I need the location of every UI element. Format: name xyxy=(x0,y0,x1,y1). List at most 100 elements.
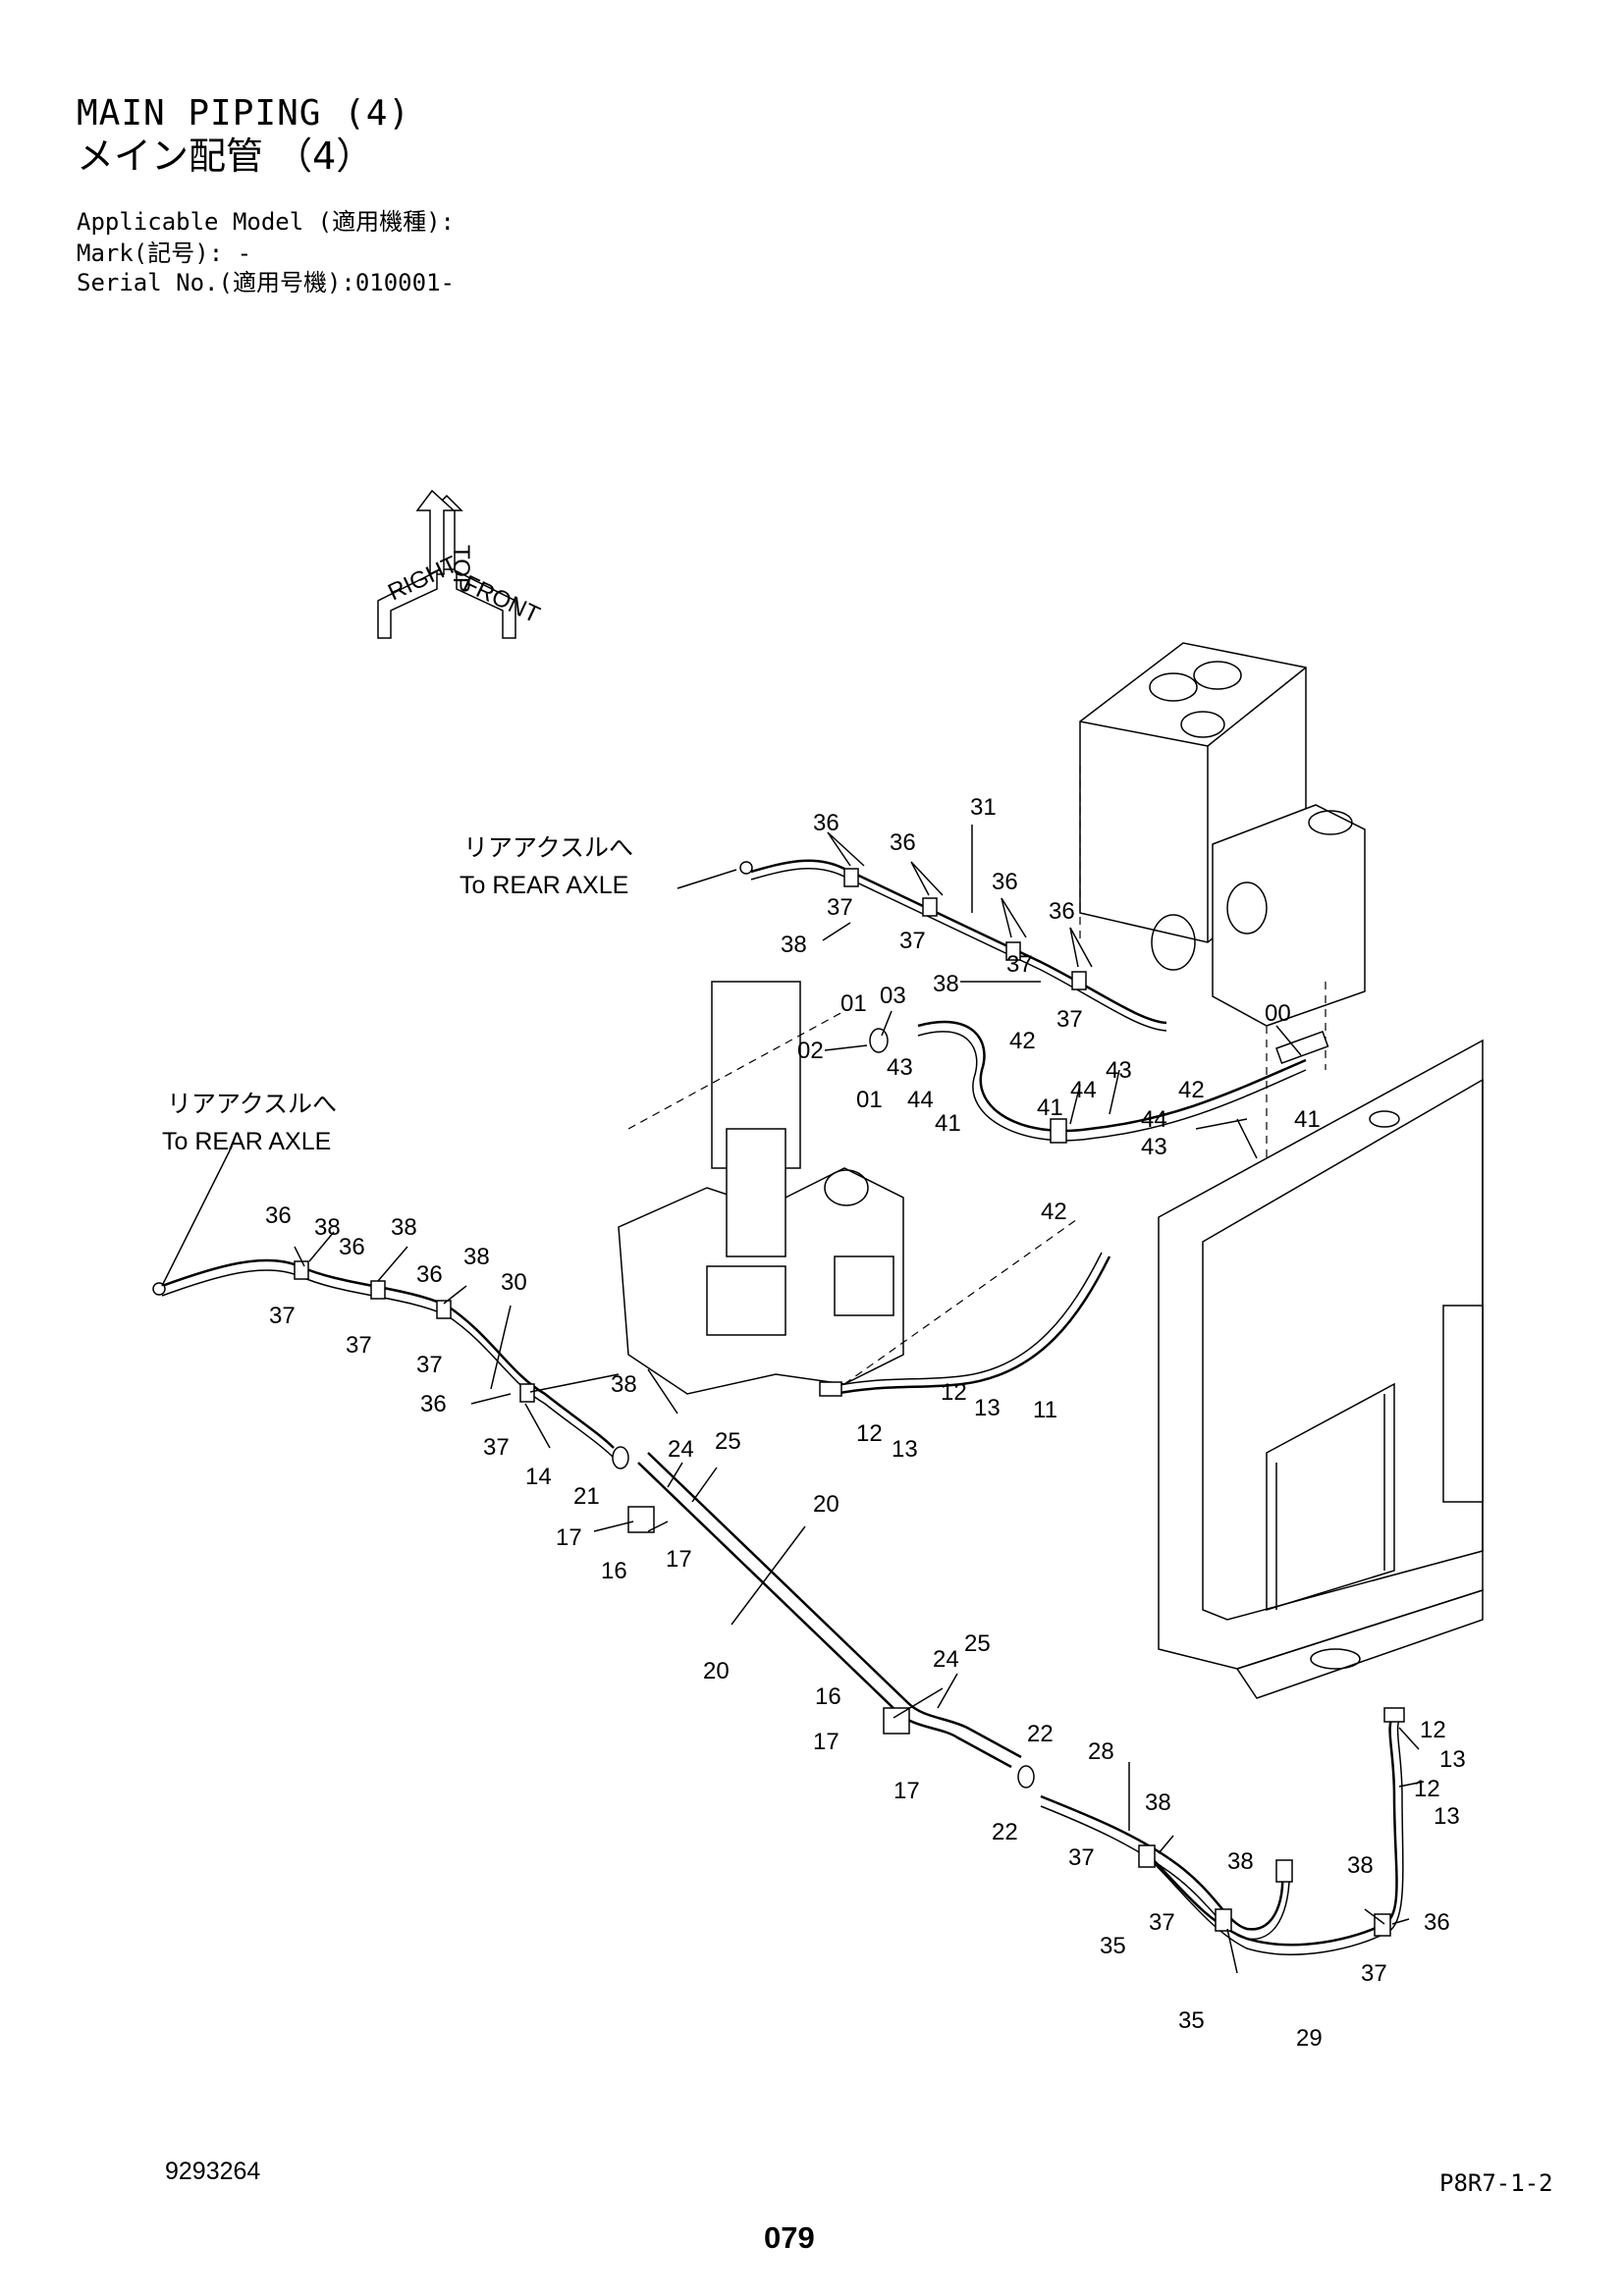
callout-37: 37 xyxy=(269,1303,296,1329)
callout-36: 36 xyxy=(992,869,1018,895)
callout-38: 38 xyxy=(933,971,959,997)
callout-20: 20 xyxy=(703,1658,730,1684)
callout-29: 29 xyxy=(1296,2025,1323,2052)
callout-17: 17 xyxy=(666,1546,692,1573)
callout-43: 43 xyxy=(887,1054,913,1081)
pipe-31 xyxy=(739,859,1167,1032)
callout-37: 37 xyxy=(483,1434,510,1461)
callout-13: 13 xyxy=(974,1395,1001,1421)
callout-42: 42 xyxy=(1178,1077,1205,1103)
callout-25: 25 xyxy=(715,1428,741,1455)
callout-24: 24 xyxy=(668,1436,694,1463)
page-number: 079 xyxy=(764,2220,815,2255)
callout-38: 38 xyxy=(1145,1789,1171,1816)
applicable-model: Applicable Model (適用機種): xyxy=(77,208,455,236)
callout-01: 01 xyxy=(856,1087,883,1113)
callout-01: 01 xyxy=(840,990,867,1017)
rear-axle-note-upper-jp: リアアクスルへ xyxy=(463,834,633,862)
compass-front-label: FRONT xyxy=(459,570,544,629)
leader-lines xyxy=(161,825,1425,1974)
callout-44: 44 xyxy=(1141,1106,1167,1133)
callout-00: 00 xyxy=(1265,1000,1291,1027)
callout-36: 36 xyxy=(265,1202,292,1229)
serial-number: Serial No.(適用号機):010001- xyxy=(77,269,455,296)
callout-13: 13 xyxy=(1434,1803,1460,1830)
radiator-frame xyxy=(1158,1039,1484,1699)
callout-11: 11 xyxy=(1033,1397,1057,1423)
callout-02: 02 xyxy=(797,1038,824,1064)
callout-22: 22 xyxy=(992,1819,1018,1845)
callout-36: 36 xyxy=(890,829,916,856)
callout-31: 31 xyxy=(970,794,997,821)
pipe-28-29 xyxy=(1040,1707,1405,1955)
orientation-compass: TOP RIGHT FRONT xyxy=(377,489,544,639)
valve-block xyxy=(1079,642,1366,1217)
callout-38: 38 xyxy=(781,932,807,958)
callout-13: 13 xyxy=(1439,1746,1466,1773)
rear-axle-note-lower-en: To REAR AXLE xyxy=(162,1128,331,1155)
compass-top-label: TOP xyxy=(448,545,474,593)
rear-axle-note-upper-en: To REAR AXLE xyxy=(460,872,628,899)
callout-30: 30 xyxy=(501,1269,527,1296)
callout-42: 42 xyxy=(1041,1199,1067,1225)
callout-37: 37 xyxy=(1361,1960,1387,1987)
callout-36: 36 xyxy=(1049,898,1075,925)
callout-43: 43 xyxy=(1141,1134,1167,1160)
callouts: 36 31 36 37 38 37 36 36 37 38 37 01 03 0… xyxy=(265,794,1466,2052)
callout-38: 38 xyxy=(314,1214,341,1241)
page-code: P8R7-1-2 xyxy=(1439,2169,1553,2197)
callout-37: 37 xyxy=(1006,951,1033,978)
callout-22: 22 xyxy=(1027,1721,1054,1747)
callout-37: 37 xyxy=(1056,1006,1083,1033)
callout-17: 17 xyxy=(813,1729,839,1755)
callout-25: 25 xyxy=(964,1630,991,1657)
callout-37: 37 xyxy=(416,1352,443,1378)
callout-20: 20 xyxy=(813,1491,839,1518)
callout-28: 28 xyxy=(1088,1738,1114,1765)
callout-37: 37 xyxy=(899,928,926,954)
callout-17: 17 xyxy=(893,1778,920,1804)
callout-17: 17 xyxy=(556,1524,582,1551)
callout-16: 16 xyxy=(815,1683,841,1710)
callout-24: 24 xyxy=(933,1646,959,1673)
callout-21: 21 xyxy=(573,1483,600,1510)
callout-36: 36 xyxy=(420,1391,447,1417)
callout-16: 16 xyxy=(601,1558,627,1584)
callout-35: 35 xyxy=(1100,1933,1126,1959)
callout-35: 35 xyxy=(1178,2007,1205,2034)
callout-36: 36 xyxy=(416,1261,443,1288)
callout-42: 42 xyxy=(1009,1028,1036,1054)
callout-37: 37 xyxy=(1068,1844,1095,1871)
rear-axle-note-lower-jp: リアアクスルへ xyxy=(167,1091,337,1118)
callout-38: 38 xyxy=(463,1244,490,1270)
pipe-20 xyxy=(627,1452,1035,1789)
mark: Mark(記号): - xyxy=(77,240,252,267)
callout-38: 38 xyxy=(611,1371,637,1398)
callout-38: 38 xyxy=(391,1214,417,1241)
document-number: 9293264 xyxy=(165,2158,261,2185)
title-japanese: メイン配管 （4） xyxy=(77,134,374,178)
callout-36: 36 xyxy=(339,1234,365,1260)
callout-37: 37 xyxy=(346,1332,372,1359)
transmission-frame xyxy=(618,981,1081,1415)
pipe-11 xyxy=(819,1020,1329,1397)
callout-03: 03 xyxy=(880,983,906,1009)
callout-41: 41 xyxy=(935,1110,961,1137)
callout-36: 36 xyxy=(1424,1909,1450,1936)
callout-37: 37 xyxy=(1149,1909,1175,1936)
pipe-30 xyxy=(152,1258,629,1469)
callout-44: 44 xyxy=(907,1087,934,1113)
callout-12: 12 xyxy=(1414,1776,1440,1802)
callout-14: 14 xyxy=(525,1464,552,1490)
compass-right-label: RIGHT xyxy=(384,551,461,606)
callout-41: 41 xyxy=(1294,1106,1321,1133)
callout-38: 38 xyxy=(1227,1848,1254,1875)
callout-38: 38 xyxy=(1347,1852,1374,1879)
callout-12: 12 xyxy=(941,1379,967,1406)
callout-12: 12 xyxy=(1420,1717,1446,1743)
callout-12: 12 xyxy=(856,1420,883,1447)
callout-41: 41 xyxy=(1037,1095,1063,1121)
callout-36: 36 xyxy=(813,810,839,836)
callout-43: 43 xyxy=(1106,1057,1132,1084)
